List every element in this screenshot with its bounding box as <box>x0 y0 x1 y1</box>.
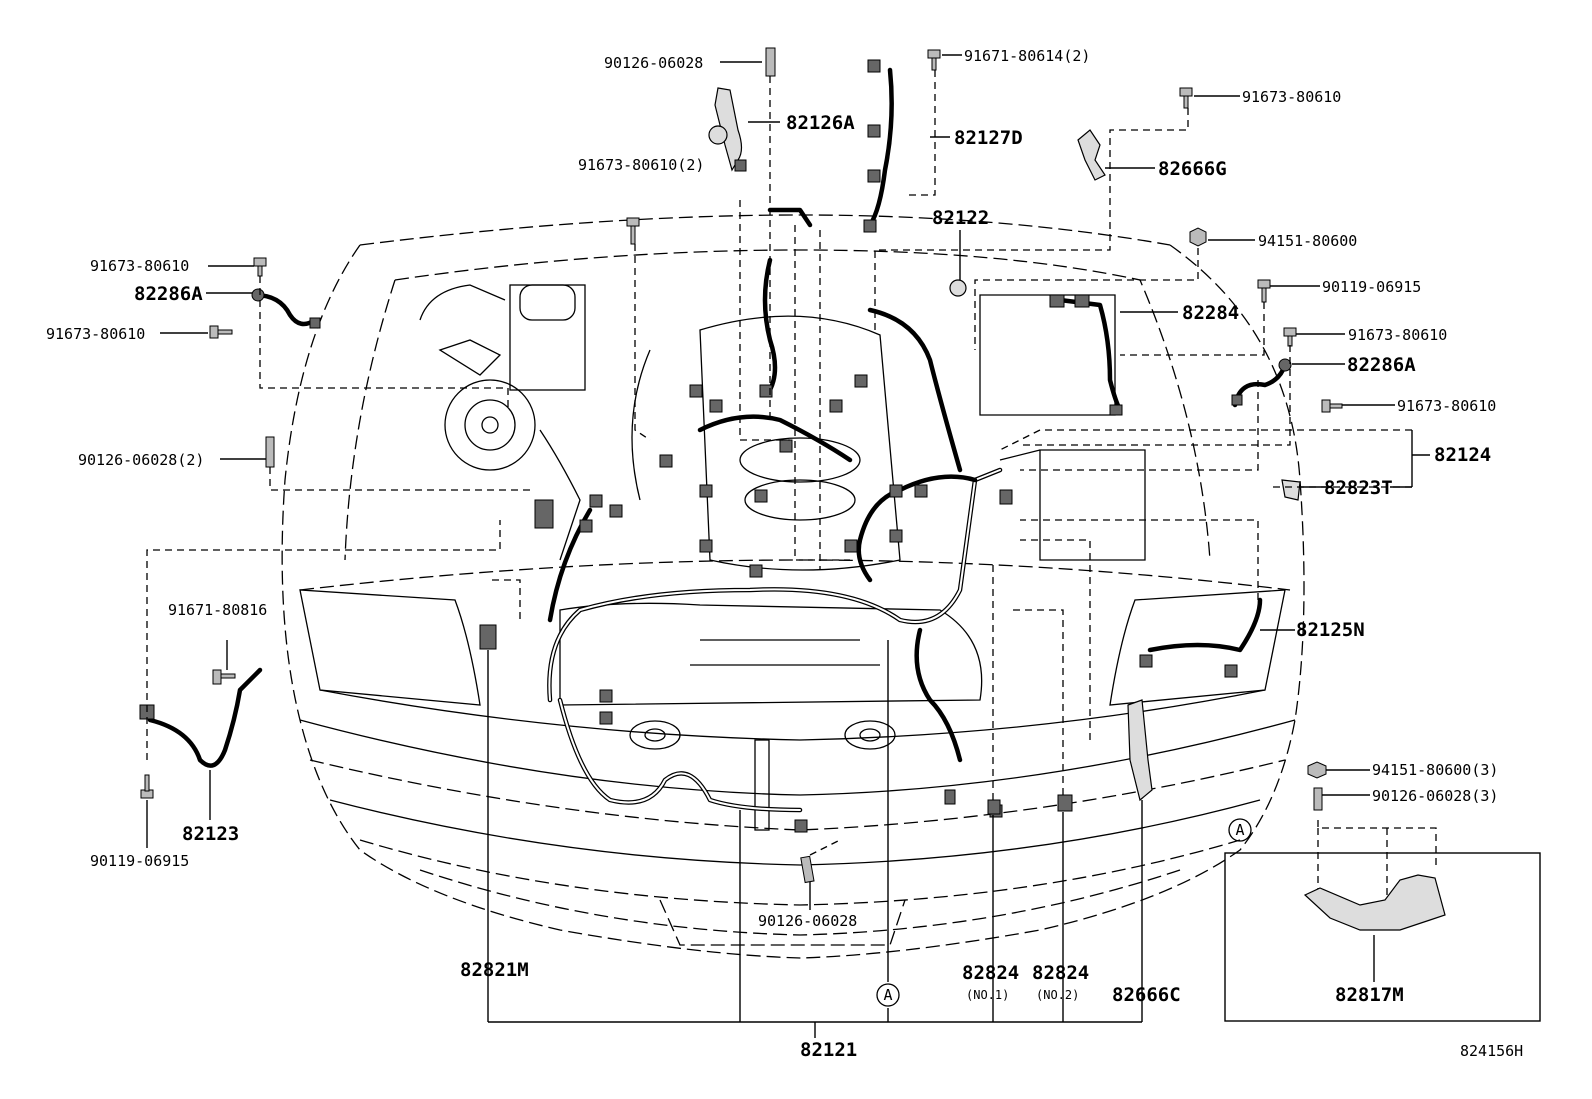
engine-components <box>419 284 1146 831</box>
label-82666G: 82666G <box>1158 158 1227 180</box>
label-90119-06915-right: 90119-06915 <box>1322 278 1421 296</box>
label-91673-80610-2: 91673-80610(2) <box>578 156 704 174</box>
stud-icon <box>765 47 776 77</box>
inset-a: A <box>1224 761 1541 1022</box>
label-82824-no1: 82824 <box>962 962 1019 984</box>
label-82126A: 82126A <box>786 112 855 134</box>
label-82821M: 82821M <box>460 959 529 981</box>
label-82817M: 82817M <box>1335 984 1404 1006</box>
label-82824-no2: 82824 <box>1032 962 1089 984</box>
small-parts <box>140 47 1343 884</box>
leader-lines <box>146 54 1437 1038</box>
label-82122: 82122 <box>932 207 989 229</box>
part-labels: 90126-06028 82126A 91671-80614(2) 82127D… <box>46 47 1523 1061</box>
label-94151-80600-3: 94151-80600(3) <box>1372 761 1498 779</box>
label-82823T: 82823T <box>1324 477 1393 499</box>
marker-a-label: A <box>883 986 892 1004</box>
label-82124: 82124 <box>1434 444 1491 466</box>
label-82286A-right: 82286A <box>1347 354 1416 376</box>
label-90119-06915-left: 90119-06915 <box>90 852 189 870</box>
label-82127D: 82127D <box>954 127 1023 149</box>
label-91673-80610-l1: 91673-80610 <box>90 257 189 275</box>
label-82666C: 82666C <box>1112 984 1181 1006</box>
vehicle-body-outline <box>281 214 1305 959</box>
label-91673-80610-r1: 91673-80610 <box>1242 88 1341 106</box>
label-91671-80816: 91671-80816 <box>168 601 267 619</box>
label-94151-80600: 94151-80600 <box>1258 232 1357 250</box>
label-82123: 82123 <box>182 823 239 845</box>
label-91673-80610-r2: 91673-80610 <box>1348 326 1447 344</box>
label-82284: 82284 <box>1182 302 1239 324</box>
marker-a-circle <box>876 983 900 1007</box>
label-90126-06028-3: 90126-06028(3) <box>1372 787 1498 805</box>
label-82286A-left: 82286A <box>134 283 203 305</box>
label-82125N: 82125N <box>1296 619 1365 641</box>
main-wire-harness <box>147 207 1288 813</box>
label-82824-no2-sub: (NO.2) <box>1036 988 1079 1002</box>
label-91671-80614: 91671-80614(2) <box>964 47 1090 65</box>
label-82121: 82121 <box>800 1039 857 1061</box>
label-82824-no1-sub: (NO.1) <box>966 988 1009 1002</box>
label-91673-80610-r3: 91673-80610 <box>1397 397 1496 415</box>
inset-marker-label: A <box>1235 821 1244 839</box>
label-90126-06028-bottom: 90126-06028 <box>758 912 857 930</box>
label-90126-06028-2: 90126-06028(2) <box>78 451 204 469</box>
reference-code: 824156H <box>1460 1042 1523 1060</box>
label-90126-06028-top: 90126-06028 <box>604 54 703 72</box>
label-91673-80610-l2: 91673-80610 <box>46 325 145 343</box>
